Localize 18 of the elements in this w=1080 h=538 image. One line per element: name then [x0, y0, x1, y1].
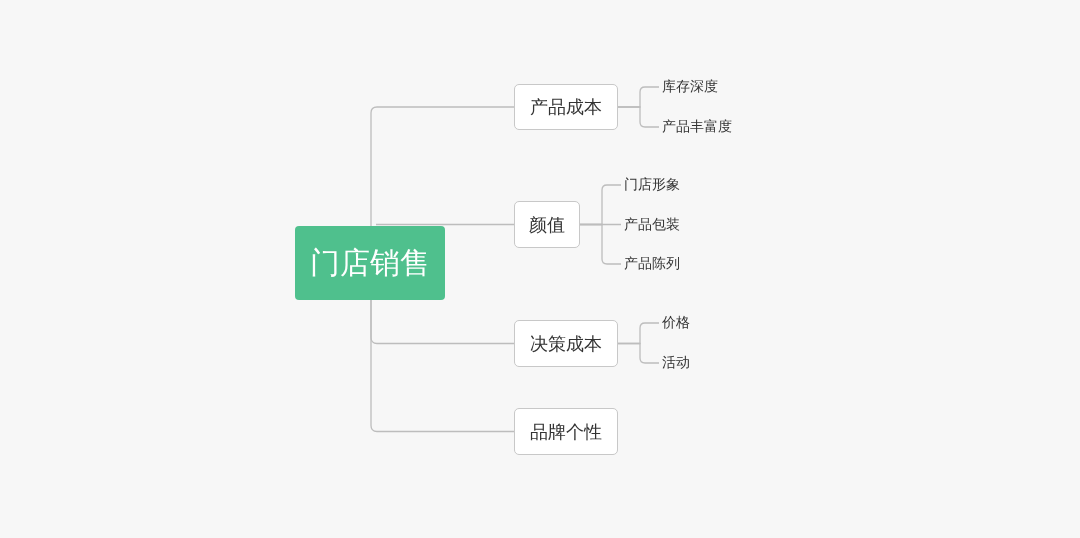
connector-line	[370, 299, 515, 433]
subtopic-text: 门店形象	[624, 175, 680, 195]
topic-box: 产品成本	[514, 84, 618, 130]
topic-box: 决策成本	[514, 320, 618, 367]
connector-line	[579, 223, 622, 265]
subtopic-text: 活动	[662, 353, 690, 373]
topic-box: 颜值	[514, 201, 580, 248]
connector-line	[617, 106, 660, 128]
subtopic-text: 产品陈列	[624, 254, 680, 274]
topic-box: 品牌个性	[514, 408, 618, 455]
subtopic-text: 产品包装	[624, 215, 680, 235]
subtopic-text: 库存深度	[662, 77, 718, 97]
subtopic-text: 价格	[662, 313, 690, 333]
connector-line	[375, 223, 515, 226]
connector-line	[617, 342, 660, 364]
subtopic-text: 产品丰富度	[662, 117, 732, 137]
connector-line	[370, 106, 515, 227]
central-topic-box: 门店销售	[295, 226, 445, 300]
